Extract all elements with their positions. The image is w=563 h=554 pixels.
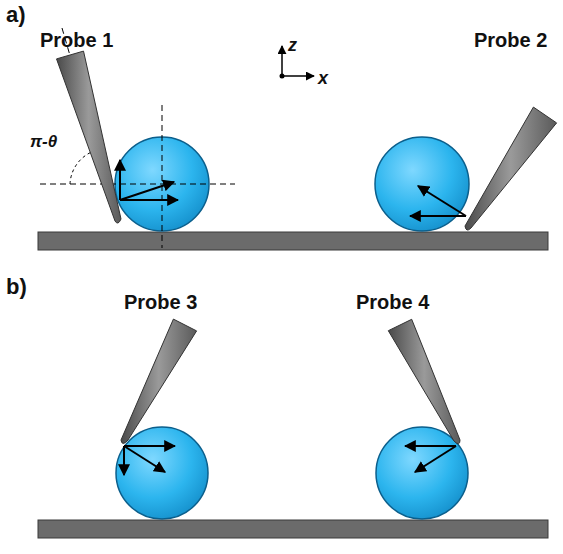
substrate xyxy=(38,520,548,538)
dashed-axis xyxy=(162,105,163,248)
probe xyxy=(57,51,122,223)
probe xyxy=(465,107,557,230)
probe-label: Probe 2 xyxy=(474,30,547,50)
particle xyxy=(375,137,469,231)
substrate xyxy=(38,232,548,250)
axis-label: x xyxy=(318,69,328,87)
panel-label: b) xyxy=(6,276,27,298)
angle-label: π-θ xyxy=(30,133,57,150)
origin-dot xyxy=(280,74,285,79)
probe-label: Probe 3 xyxy=(124,292,197,312)
axis-label: z xyxy=(288,36,297,54)
force-arrows xyxy=(124,446,456,475)
force-arrows xyxy=(120,160,466,216)
probe xyxy=(121,319,197,443)
panel-label: a) xyxy=(6,4,26,26)
probe xyxy=(388,319,460,443)
probe-label: Probe 1 xyxy=(40,30,113,50)
particle xyxy=(116,427,208,519)
probe-label: Probe 4 xyxy=(356,292,429,312)
dashed-axis xyxy=(40,184,235,185)
coordinate-axes xyxy=(282,46,314,76)
